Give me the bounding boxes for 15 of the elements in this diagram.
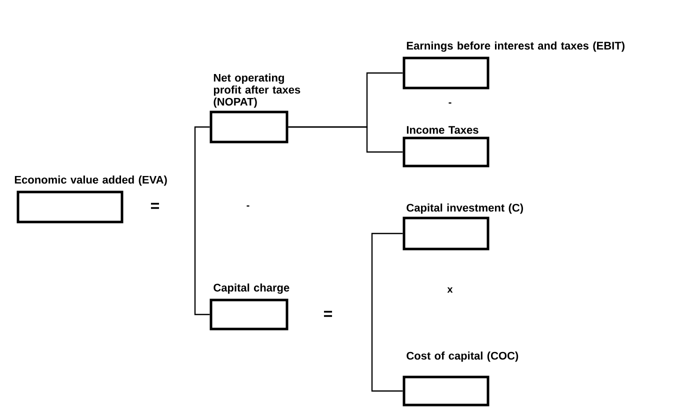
box-heading: Cost of capital (COC) <box>406 352 518 362</box>
box-heading: Capital charge <box>214 284 290 294</box>
operator-sign: = <box>324 310 332 317</box>
connector-line <box>371 232 403 392</box>
box-heading: Earnings before interest and taxes (EBIT) <box>406 42 624 52</box>
operator-sign: - <box>448 102 452 104</box>
operator-sign: x <box>447 287 453 293</box>
connector-line <box>194 126 210 316</box>
connector-line <box>288 126 403 153</box>
box-heading: Economic value added (EVA) <box>14 176 167 186</box>
box-heading: Capital investment (C) <box>406 204 523 214</box>
operator-sign: = <box>151 202 160 209</box>
operator-sign: - <box>246 205 250 207</box>
box-heading: Net operating profit after taxes (NOPAT) <box>214 74 300 108</box>
box-heading: Income Taxes <box>406 126 478 134</box>
